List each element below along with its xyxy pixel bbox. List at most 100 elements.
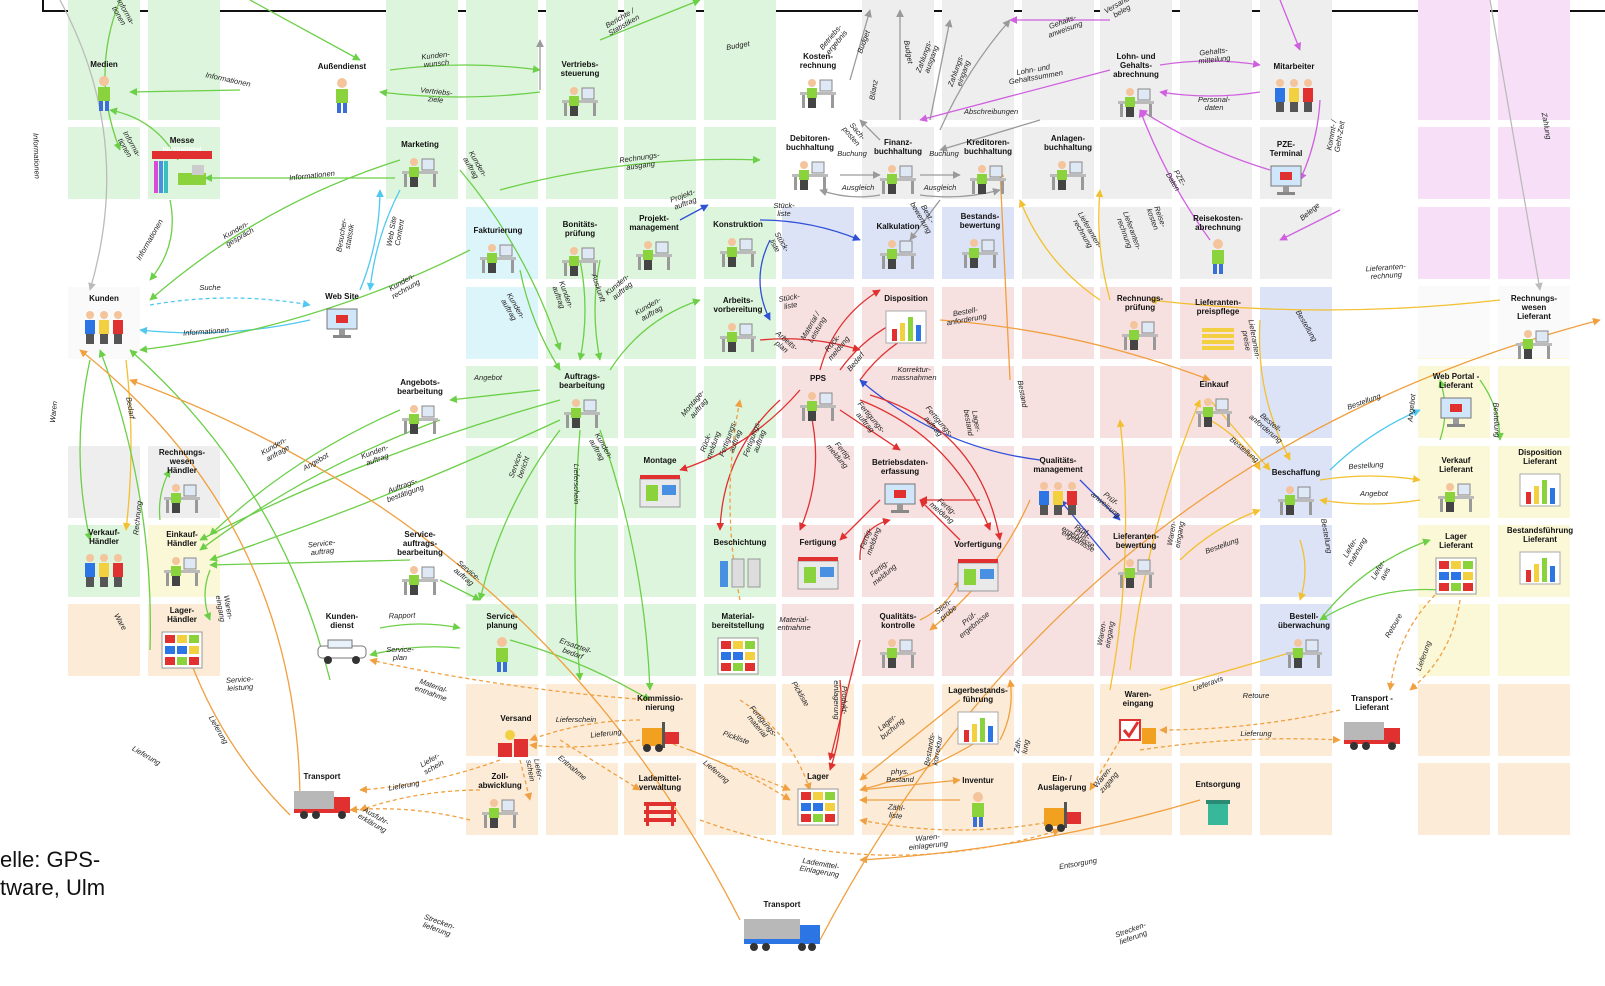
check-icon [1118,714,1158,753]
bin-icon [1203,795,1233,832]
flow-arrow [1110,420,1126,690]
flow-arrow [1490,0,1540,290]
banner-icon [152,151,212,200]
flow-label-phys-bestand: phys. Bestand [874,768,926,784]
flow-label-informationen-5: Informationen [31,130,41,182]
process-qualitaetskontrolle: Qualitäts- kontrolle [856,612,940,630]
chart-icon [1518,550,1562,591]
flow-arrow [1320,500,1420,504]
process-transport-left: Transport [280,772,364,781]
process-kreditorenbuchhaltung: Kreditoren- buchhaltung [946,138,1030,156]
process-lohn-gehalt: Lohn- und Gehalts- abrechnung [1094,52,1178,79]
flow-label-angebot-4: Angebot [1348,490,1400,498]
flow-arrow [1300,540,1305,600]
process-angebotsbearbeitung: Angebots- bearbeitung [378,378,462,396]
chart-icon [956,710,1000,751]
flow-label-stueckliste-1: Stück- liste [758,202,810,218]
process-auftragsbearbeitung: Auftrags- bearbeitung [540,372,624,390]
desk-icon [1116,556,1156,595]
process-transport-bottom: Transport [740,900,824,909]
desk-icon [1194,395,1234,434]
desk-icon [718,320,758,359]
process-fakturierung: Fakturierung [456,226,540,235]
flow-arrow [450,390,540,400]
desk-icon [960,236,1000,275]
group-icon [80,309,128,350]
process-inventur: Inventur [936,776,1020,785]
flow-label-personaldaten: Personal- daten [1188,96,1240,112]
process-verkauf-lieferant: Verkauf Lieferant [1414,456,1498,474]
process-beschichtung: Beschichtung [698,538,782,547]
process-disposition: Disposition [864,294,948,303]
process-montage: Montage [618,456,702,465]
process-serviceauftragsbearbeitung: Service- auftrags- bearbeitung [378,530,462,557]
flow-arrow [210,560,410,565]
flow-arrow [250,0,360,60]
process-einkauf-haendler: Einkauf- Händler [140,530,224,548]
process-finanzbuchhaltung: Finanz- buchhaltung [856,138,940,156]
process-lieferantenbewertung: Lieferanten- bewertung [1094,532,1178,550]
car-icon [316,636,368,671]
flow-arrow [1160,710,1340,730]
desk-icon [790,158,830,197]
flow-label-produkteinlagerung: Produkt- einlagerung [832,674,848,726]
flow-arrow [1140,739,1340,750]
flow-arrow [690,750,790,790]
flow-arrow [530,740,640,747]
process-wareneingang: Waren- eingang [1096,690,1180,708]
process-zollabwicklung: Zoll- abwicklung [458,772,542,790]
process-lager-haendler: Lager- Händler [140,606,224,624]
desk-icon [798,76,838,115]
desk-icon [1284,636,1324,675]
desk-icon [1116,85,1156,124]
flow-arrow [130,90,240,92]
flow-label-abschreibungen: Abschreibungen [964,108,1016,116]
process-mitarbeiter: Mitarbeiter [1252,62,1336,71]
process-disposition-lieferant: Disposition Lieferant [1498,448,1582,466]
chart-icon [884,309,928,350]
desk-icon [400,155,440,194]
flow-arrow [1180,510,1260,560]
process-betriebsdatenerfassung: Betriebsdaten- erfassung [858,458,942,476]
process-kundendienst: Kunden- dienst [300,612,384,630]
process-arbeitsvorbereitung: Arbeits- vorbereitung [696,296,780,314]
messe-banner-text: International [140,145,224,154]
process-medien: Medien [62,60,146,69]
flow-arrow [1000,170,1010,380]
process-lagerbestandsfuehrung: Lagerbestands- führung [936,686,1020,704]
flow-arrow [1280,0,1300,50]
shelf-icon [160,630,204,675]
process-projektmanagement: Projekt- management [612,214,696,232]
desk-icon [1276,483,1316,522]
flow-arrow [1160,650,1300,690]
process-rechnungspruefung: Rechnungs- prüfung [1098,294,1182,312]
process-anlagenbuchhaltung: Anlagen- buchhaltung [1026,134,1110,152]
process-beschaffung: Beschaffung [1254,468,1338,477]
process-bestandsbewertung: Bestands- bewertung [938,212,1022,230]
truck-icon [292,787,352,826]
person-icon [89,75,119,116]
flow-label-retoure-1: Retoure [1230,692,1282,700]
process-einkauf: Einkauf [1172,380,1256,389]
desk-icon [1120,318,1160,357]
desk-icon [162,481,202,520]
process-fertigung: Fertigung [776,538,860,547]
flow-label-korrekturmassnahmen: Korrektur- massnahmen [888,366,940,382]
process-bonitaetspruefung: Bonitäts- prüfung [538,220,622,238]
flow-label-bestellung-5: Bestellung [1491,394,1501,446]
process-kommissionierung: Kommissio- nierung [618,694,702,712]
chart-icon [1518,472,1562,513]
flow-label-lieferung-6: Lieferung [1230,730,1282,738]
process-transport-lieferant: Transport - Lieferant [1330,694,1414,712]
desk-icon [718,235,758,274]
process-lademittelverwaltung: Lademittel- verwaltung [618,774,702,792]
process-web-portal-lieferant: Web Portal - Lieferant [1414,372,1498,390]
process-lager: Lager [776,772,860,781]
desk-icon [400,563,440,602]
process-lieferantenpreispflege: Lieferanten- preispflege [1176,298,1260,316]
person-icon [1203,238,1233,279]
pallet-icon [642,798,678,833]
process-verkauf-haendler: Verkauf- Händler [62,528,146,546]
flow-arrow [60,0,107,290]
